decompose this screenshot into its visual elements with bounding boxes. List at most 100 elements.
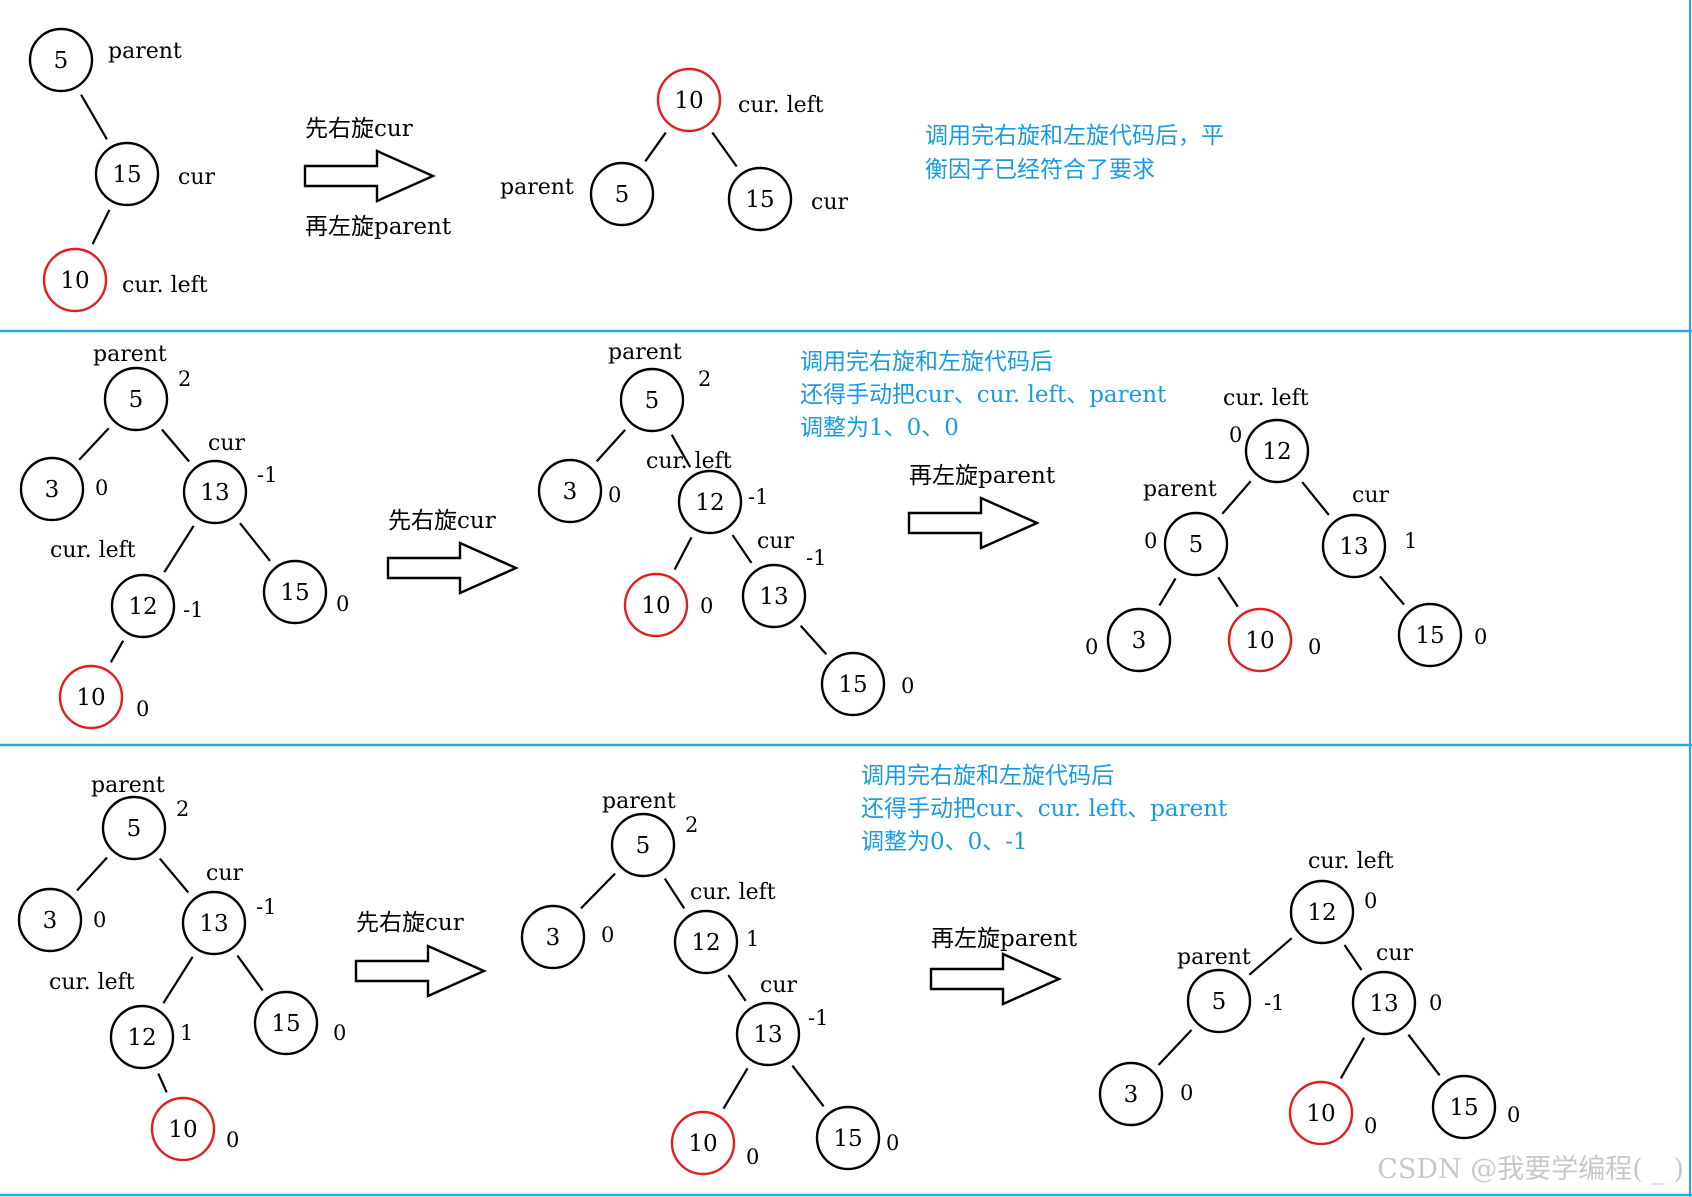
pointer-label: cur — [178, 165, 215, 190]
balance-factor: 0 — [700, 594, 713, 618]
pointer-label: parent — [500, 175, 574, 200]
tree-node-15: 15 — [262, 559, 328, 625]
node-value: 5 — [636, 833, 651, 859]
tree-node-12: 12 — [673, 909, 739, 975]
node-value: 13 — [200, 480, 229, 506]
tree-edge — [161, 428, 190, 463]
pointer-label: parent — [602, 789, 676, 814]
balance-factor: 2 — [176, 797, 189, 821]
node-circle — [262, 559, 328, 625]
tree-edge — [722, 1067, 749, 1110]
node-value: 15 — [280, 580, 309, 606]
annotation-note: 调整为1、0、0 — [800, 415, 959, 441]
tree-edge — [76, 856, 108, 892]
node-circle — [109, 1004, 175, 1070]
highlighted-node-circle — [1288, 1080, 1354, 1146]
pointer-label: parent — [108, 39, 182, 64]
annotation-note: 调整为0、0、-1 — [861, 829, 1028, 855]
balance-factor: 0 — [336, 592, 349, 616]
balance-factor: 0 — [1474, 625, 1487, 649]
node-value: 12 — [1262, 439, 1291, 465]
pointer-label: cur — [811, 190, 848, 215]
pointer-label: parent — [1143, 477, 1217, 502]
highlighted-node-circle — [623, 572, 689, 638]
balance-factor: 0 — [1364, 1114, 1377, 1138]
pointer-label: cur. left — [50, 538, 136, 563]
node-circle — [589, 161, 655, 227]
node-circle — [28, 27, 94, 93]
tree-node-15: 15 — [727, 166, 793, 232]
balance-factor: 2 — [698, 367, 711, 391]
tree-edge — [791, 1065, 825, 1107]
tree-node-12: 12 — [1289, 879, 1355, 945]
node-value: 10 — [76, 685, 105, 711]
tree-node-13: 13 — [1351, 970, 1417, 1036]
tree-node-10: 10 — [1288, 1080, 1354, 1146]
pointer-label: parent — [608, 340, 682, 365]
node-value: 3 — [1124, 1082, 1139, 1108]
tree-edge — [163, 525, 195, 573]
balance-factor: -1 — [256, 895, 276, 919]
tree-edge — [162, 956, 194, 1004]
balance-factor: 0 — [136, 697, 149, 721]
node-value: 12 — [128, 594, 157, 620]
pointer-label: cur. left — [122, 273, 208, 298]
pointer-label: cur — [757, 529, 794, 554]
pointer-label: cur — [760, 973, 797, 998]
node-value: 15 — [838, 672, 867, 698]
tree-node-15: 15 — [1431, 1074, 1497, 1140]
node-circle — [820, 651, 886, 717]
node-value: 15 — [1415, 623, 1444, 649]
tree-node-3: 3 — [1106, 607, 1172, 673]
pointer-label: cur. left — [646, 449, 732, 474]
tree-edge — [1343, 944, 1363, 971]
node-value: 13 — [1339, 534, 1368, 560]
tree-edge — [663, 877, 686, 910]
node-value: 15 — [745, 187, 774, 213]
balance-factor: 1 — [180, 1021, 193, 1045]
tree-edge — [1221, 480, 1252, 515]
node-value: 15 — [112, 162, 141, 188]
balance-factor: 0 — [1429, 991, 1442, 1015]
node-value: 10 — [168, 1117, 197, 1143]
tree-node-12: 12 — [110, 573, 176, 639]
arrow-icon — [303, 149, 436, 203]
tree-edge — [1407, 1034, 1441, 1076]
node-value: 3 — [563, 479, 578, 505]
balance-factor: 0 — [95, 476, 108, 500]
tree-edge — [1339, 1037, 1366, 1079]
annotation-note: 调用完右旋和左旋代码后，平 — [925, 123, 1224, 149]
node-value: 5 — [129, 387, 144, 413]
tree-node-12: 12 — [1244, 418, 1310, 484]
node-value: 13 — [1369, 991, 1398, 1017]
balance-factor: 0 — [601, 923, 614, 947]
tree-node-5: 5 — [1186, 968, 1252, 1034]
pointer-label: cur — [206, 861, 243, 886]
balance-factor: -1 — [806, 546, 826, 570]
tree-node-10: 10 — [42, 247, 108, 313]
highlighted-node-circle — [656, 67, 722, 133]
balance-factor: 2 — [178, 367, 191, 391]
tree-node-3: 3 — [17, 887, 83, 953]
node-circle — [520, 904, 586, 970]
balance-factor: 1 — [1404, 529, 1417, 553]
tree-edge — [711, 131, 738, 168]
node-value: 10 — [60, 268, 89, 294]
node-circle — [103, 366, 169, 432]
node-circle — [17, 887, 83, 953]
node-value: 13 — [199, 911, 228, 937]
node-value: 5 — [615, 182, 630, 208]
tree-node-3: 3 — [19, 456, 85, 522]
tree-node-10: 10 — [1227, 607, 1293, 673]
node-value: 12 — [695, 490, 724, 516]
node-circle — [741, 563, 807, 629]
node-value: 3 — [45, 477, 60, 503]
node-value: 13 — [753, 1022, 782, 1048]
node-circle — [537, 458, 603, 524]
node-circle — [94, 141, 160, 207]
tree-edge — [673, 536, 693, 571]
arrow-caption: 再左旋parent — [909, 463, 1056, 489]
